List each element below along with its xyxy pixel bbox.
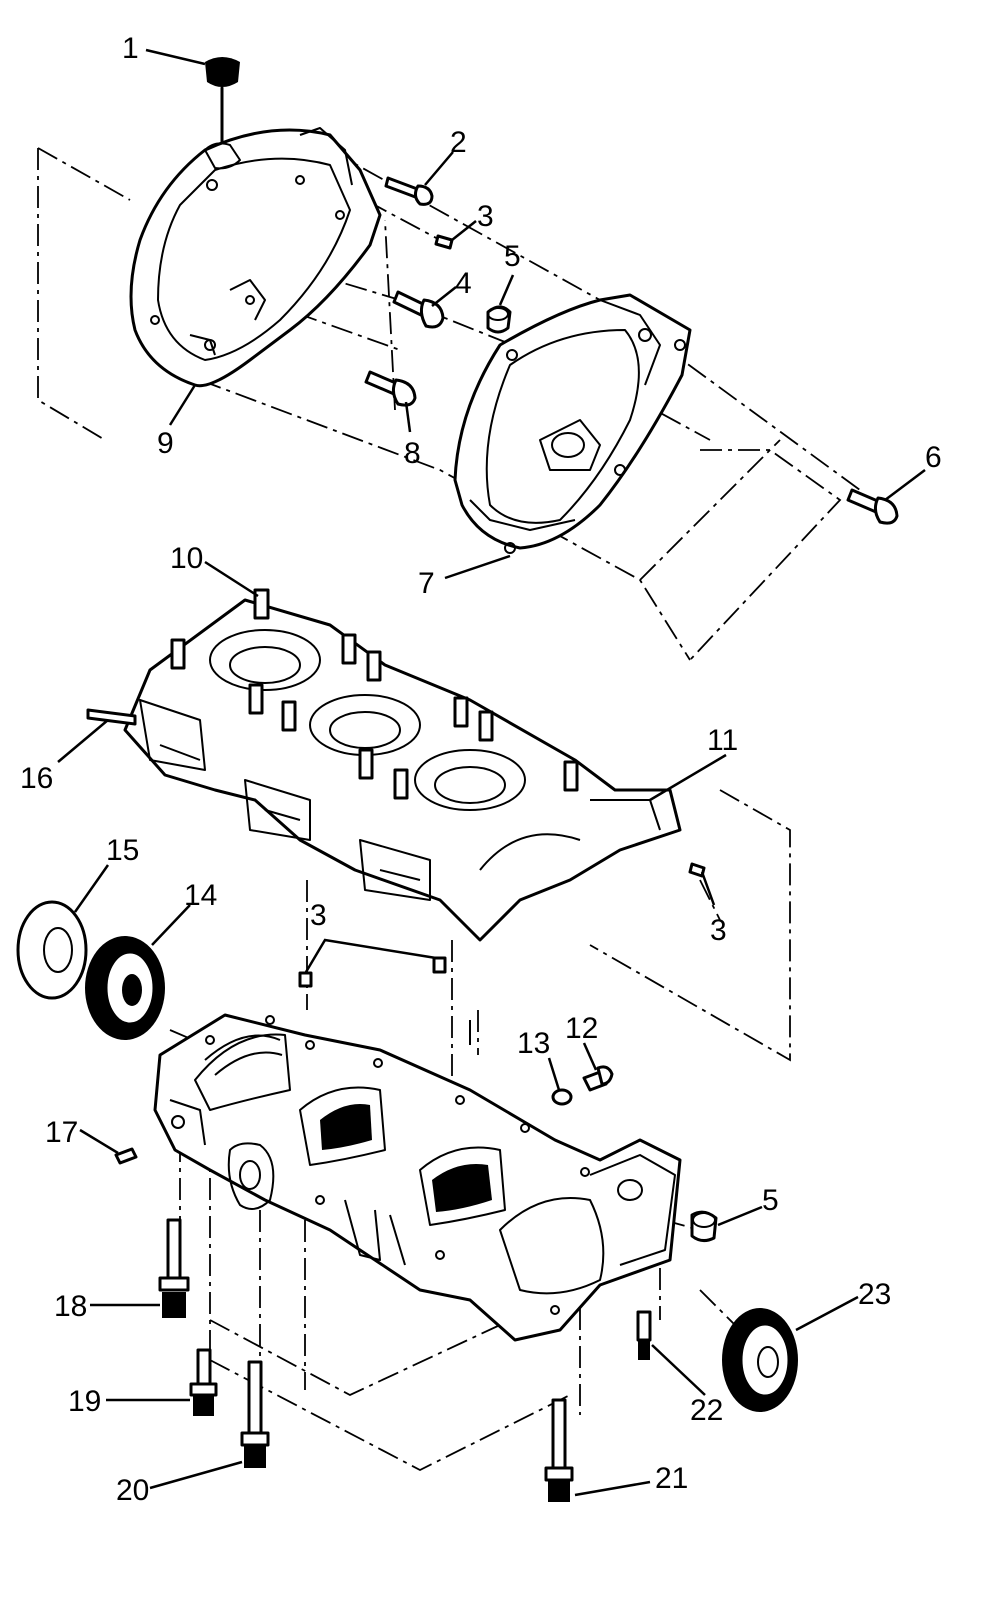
callout-11: 11 — [707, 724, 738, 757]
callout-3a: 3 — [477, 200, 494, 233]
callout-18: 18 — [54, 1290, 87, 1323]
callout-16: 16 — [20, 762, 53, 795]
part-5-bushing-upper — [486, 305, 512, 334]
part-20-stud — [240, 1360, 270, 1468]
callout-17: 17 — [45, 1116, 78, 1149]
part-13-washer — [551, 1088, 573, 1106]
callout-3b: 3 — [310, 899, 327, 932]
part-12-screw — [582, 1065, 614, 1092]
part-18-stud — [158, 1218, 190, 1318]
part-7-housing-cover — [453, 293, 692, 554]
callout-2: 2 — [450, 126, 467, 159]
callout-23: 23 — [858, 1278, 891, 1311]
part-3-dowel-pin-side — [688, 862, 706, 878]
callout-22: 22 — [690, 1394, 723, 1427]
callout-21: 21 — [655, 1462, 688, 1495]
lower-crankcase — [153, 1013, 682, 1342]
part-22-stud — [636, 1310, 652, 1360]
part-5-bushing-lower — [690, 1210, 718, 1243]
callout-4: 4 — [455, 267, 472, 300]
callout-7: 7 — [418, 567, 435, 600]
part-14-seal — [85, 936, 165, 1040]
callout-13: 13 — [517, 1027, 550, 1060]
part-16-stud — [86, 708, 137, 726]
part-3-dowel-pin-upper — [434, 234, 454, 250]
part-9-housing-cover — [129, 127, 382, 388]
callout-9: 9 — [157, 427, 174, 460]
part-19-stud — [189, 1348, 218, 1416]
callout-19: 19 — [68, 1385, 101, 1418]
callout-labels: 1 2 3 4 5 6 7 8 9 10 11 16 15 14 3 3 13 … — [20, 32, 942, 1507]
part-2-bolt — [384, 176, 434, 206]
callout-6: 6 — [925, 441, 942, 474]
callout-14: 14 — [184, 879, 217, 912]
callout-15: 15 — [106, 834, 139, 867]
part-4-bolt — [392, 290, 445, 329]
part-8-bolt — [364, 370, 417, 407]
callout-1: 1 — [122, 32, 139, 65]
callout-20: 20 — [116, 1474, 149, 1507]
part-17-screw — [114, 1147, 138, 1165]
callout-12: 12 — [565, 1012, 598, 1045]
part-21-stud — [544, 1398, 574, 1502]
part-15-seal — [16, 900, 88, 1000]
callout-5b: 5 — [762, 1184, 779, 1217]
part-1-rubber-plug — [205, 57, 240, 152]
part-11-upper-crankcase — [123, 588, 682, 942]
leader-lines — [57, 48, 926, 1497]
callout-5a: 5 — [504, 240, 521, 273]
part-23-seal — [722, 1308, 798, 1412]
callout-10: 10 — [170, 542, 203, 575]
part-3-dowel-pins-center — [298, 938, 447, 988]
part-6-bolt — [846, 488, 899, 525]
callout-3c: 3 — [710, 914, 727, 947]
callout-8: 8 — [404, 437, 421, 470]
